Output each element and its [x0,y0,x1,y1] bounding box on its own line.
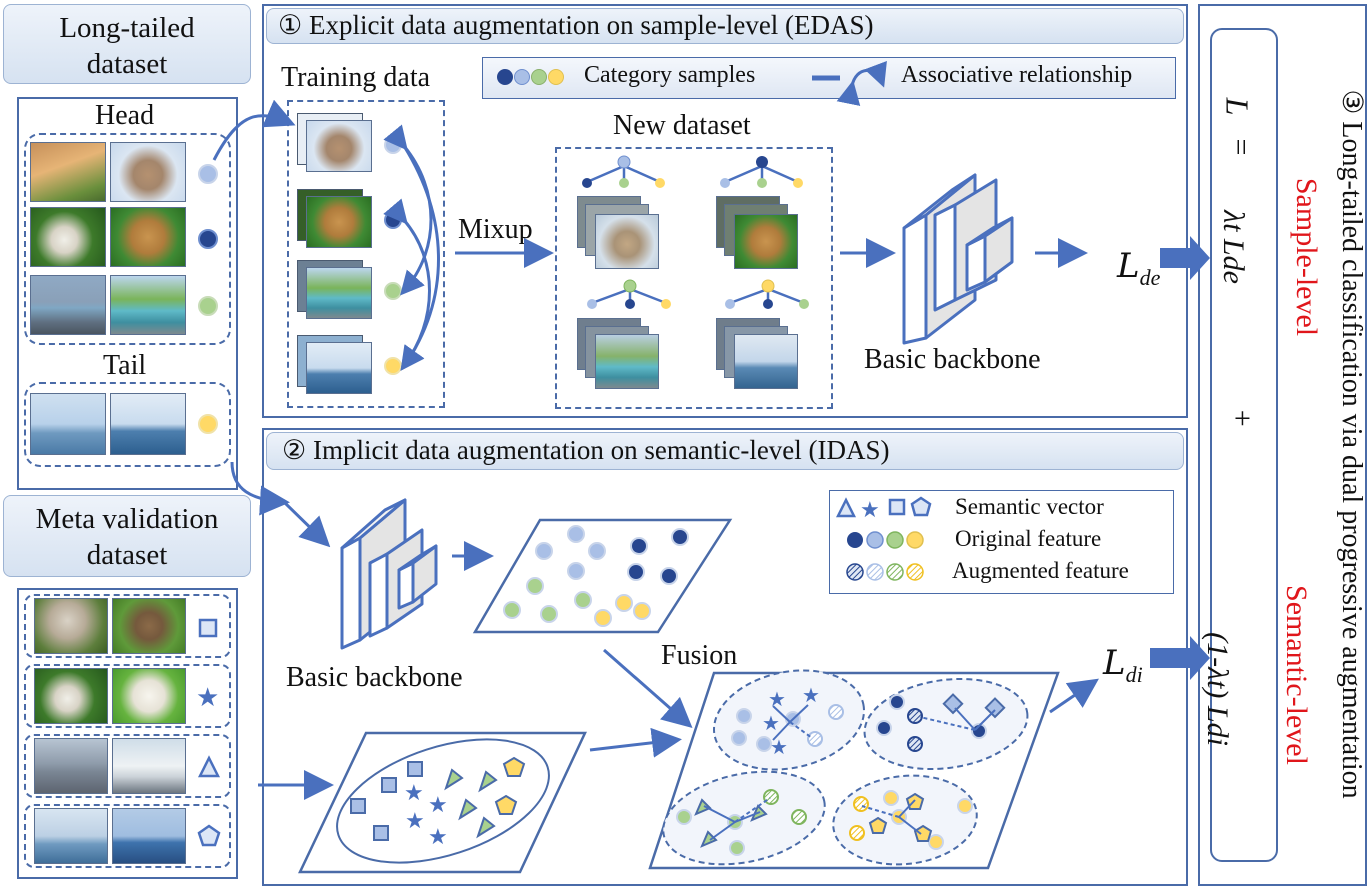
idas-title: ② Implicit data augmentation on semantic… [282,435,890,465]
idas-legend [829,490,1174,594]
cat-image [306,120,372,172]
meta-group-2 [24,664,231,728]
edas-header [266,8,1184,44]
dog-image [30,207,106,267]
boat-image [34,808,108,864]
new-dataset-label: New dataset [613,110,751,141]
new-dataset-group [555,147,833,409]
head-tail-panel [17,97,238,490]
loss-de-subscript: de [1139,264,1161,290]
loss-di: Ldi [1103,643,1143,688]
boat-image [306,342,372,394]
right-panel [1198,4,1367,886]
equation-equals: = [1224,138,1258,156]
meta-panel [17,588,238,879]
meta-group-4 [24,804,231,868]
sample-level-label: Sample-level [1290,177,1324,337]
training-data-label: Training data [281,62,431,93]
long-tailed-dataset-title: Long-tailed dataset [59,12,195,80]
long-tailed-dataset-header: Long-tailed dataset [3,4,251,84]
legend-augmented-feature: Augmented feature [952,558,1129,583]
training-sample-dot [384,357,402,375]
head-label: Head [95,100,155,131]
head-sample-dot [198,164,218,184]
edas-title: ① Explicit data augmentation on sample-l… [278,10,874,40]
edas-backbone-label: Basic backbone [864,344,1041,375]
training-data-group [287,100,445,408]
meta-group-1 [24,594,231,658]
cat-image [30,142,106,202]
legend-dot-green [531,69,547,85]
semantic-level-label: Semantic-level [1279,585,1313,765]
tail-group [24,382,231,467]
equation-plus: + [1234,402,1251,435]
head-group [24,133,231,345]
equation-term-2: (1-λt) Ldi [1200,632,1234,746]
boat-image [30,393,106,455]
car-image [110,275,186,335]
equation-lhs: L [1219,97,1256,116]
fusion-label: Fusion [661,640,738,671]
training-sample-dot [384,211,402,229]
equation-term-1: λt Lde [1216,210,1250,284]
legend-associative-relationship: Associative relationship [901,62,1133,88]
tail-sample-dot [198,414,218,434]
loss-di-subscript: di [1125,661,1143,687]
head-sample-dot [198,229,218,249]
car-image [30,275,106,335]
training-sample-dot [384,282,402,300]
cat-image [110,142,186,202]
mixed-boat-image [734,334,798,389]
idas-header [266,432,1184,470]
boat-image [112,808,186,864]
legend-original-feature: Original feature [955,526,1102,551]
idas-backbone-label: Basic backbone [286,662,463,693]
car-image [306,267,372,319]
dog-image [306,196,372,248]
mixed-dog-image [734,214,798,269]
dog-image [110,207,186,267]
tail-label: Tail [103,350,147,381]
loss-de: Lde [1117,246,1160,291]
loss-di-symbol: L [1103,643,1126,683]
dog-image [34,668,108,724]
meta-validation-header: Meta validation dataset [3,495,251,577]
loss-de-symbol: L [1117,246,1140,286]
meta-validation-title: Meta validation dataset [35,503,219,571]
kitten-image [34,598,108,654]
loss-equation-box [1210,28,1278,862]
legend-dot-yellow [548,69,564,85]
boat-image [110,393,186,455]
head-sample-dot [198,296,218,316]
dog-image [112,668,186,724]
mixup-label: Mixup [458,214,533,245]
car-image [34,738,108,794]
legend-category-samples: Category samples [584,62,756,88]
legend-dot-dark-blue [497,69,513,85]
legend-semantic-vector: Semantic vector [955,494,1104,519]
mixed-car-image [595,334,659,389]
right-panel-title: ③ Long-tailed classification via dual pr… [1336,89,1367,799]
legend-dot-light-blue [514,69,530,85]
edas-panel [262,4,1188,418]
car-image [112,738,186,794]
kitten-image [112,598,186,654]
training-sample-dot [384,136,402,154]
mixed-cat-image [595,214,659,269]
meta-group-3 [24,734,231,798]
